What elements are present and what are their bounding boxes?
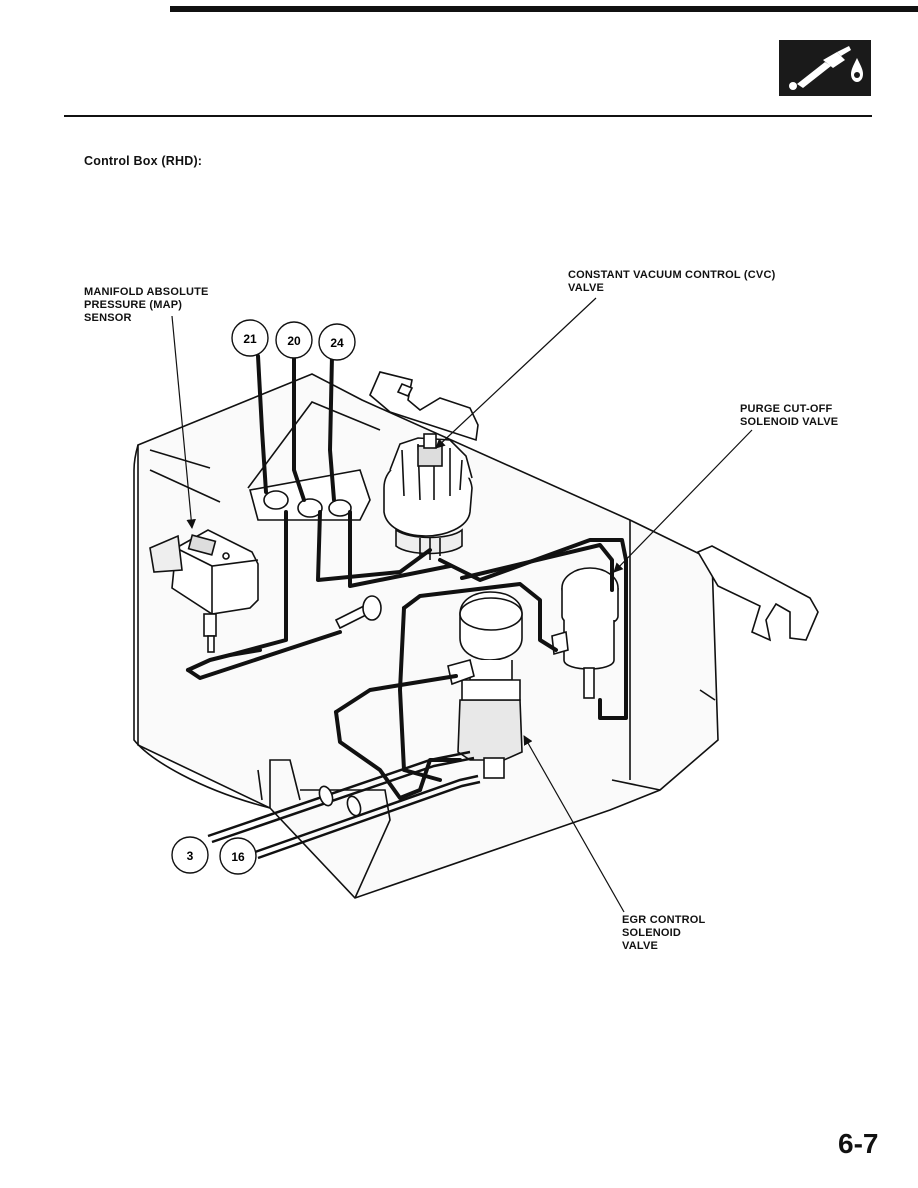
hose-number-21: 21 [231, 319, 269, 357]
hose-number-16: 16 [219, 837, 257, 875]
hose-grommets [318, 785, 362, 817]
purge-valve-leader [613, 429, 753, 573]
mounting-bracket-right [696, 545, 819, 642]
hose-number-24-text: 24 [330, 336, 344, 350]
header-rule-thick [170, 6, 918, 12]
hose-number-3: 3 [171, 836, 209, 874]
page-number: 6-7 [838, 1128, 879, 1159]
hose-number-16-text: 16 [231, 850, 245, 864]
cvc-valve-leader [435, 297, 597, 449]
leader-lines [171, 297, 753, 913]
egr-valve-leader [523, 735, 625, 913]
hose-number-20: 20 [275, 321, 313, 359]
vacuum-hoses [186, 354, 628, 800]
hose-number-20-text: 20 [287, 334, 301, 348]
mounting-bracket-top [369, 371, 479, 442]
hose-number-3-text: 3 [187, 849, 194, 863]
hose-port-plate [249, 469, 371, 521]
mounting-bolt [334, 595, 382, 630]
egr-valve-component [447, 591, 523, 779]
hose-number-24: 24 [318, 323, 356, 361]
map-sensor-leader [171, 315, 196, 529]
map-sensor-label: MANIFOLD ABSOLUTE PRESSURE (MAP) SENSOR [84, 286, 209, 324]
purge-valve-component [551, 567, 619, 699]
map-sensor-component [149, 529, 259, 653]
fuel-nozzle-icon [789, 46, 863, 90]
cvc-valve-label: CONSTANT VACUUM CONTROL (CVC) VALVE [568, 269, 776, 294]
section-title: Control Box (RHD): [84, 154, 203, 168]
fuel-section-badge [779, 40, 871, 96]
hose-number-21-text: 21 [243, 332, 257, 346]
purge-valve-label: PURGE CUT-OFF SOLENOID VALVE [740, 403, 839, 428]
hose-pair-lower [207, 750, 481, 860]
header-divider [64, 115, 872, 117]
egr-valve-label: EGR CONTROL SOLENOID VALVE [622, 914, 706, 952]
cvc-valve-component [383, 433, 473, 560]
